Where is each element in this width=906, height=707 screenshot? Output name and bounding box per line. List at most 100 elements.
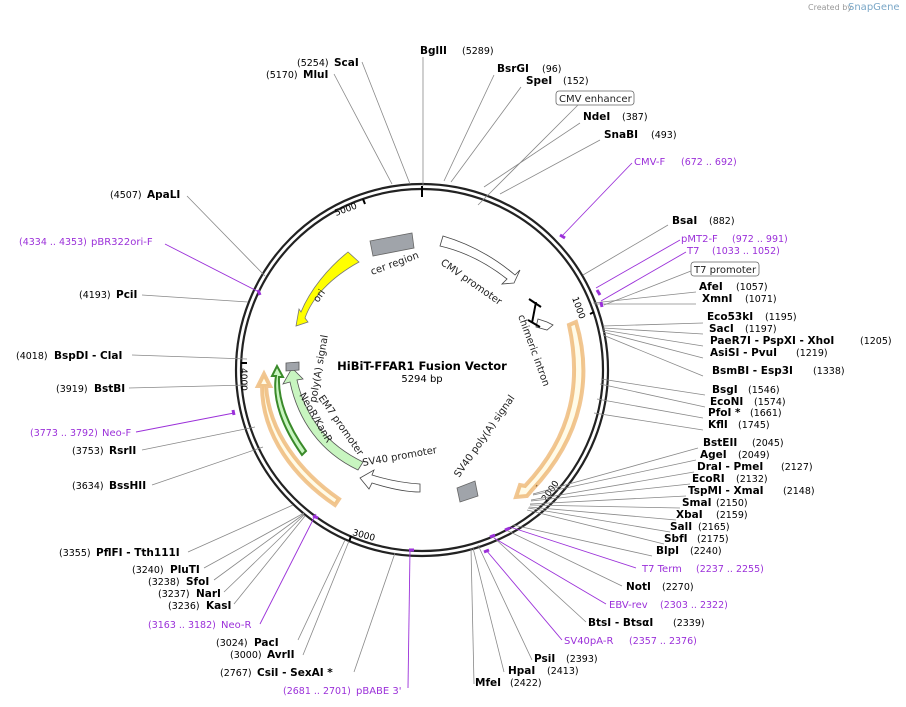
site-pos: (882) (709, 216, 735, 227)
site-name: BssHII (109, 480, 146, 492)
primer-name: Neo-F (102, 428, 132, 439)
primer-name: pBR322ori-F (91, 237, 153, 248)
primer-pos: (2303 .. 2322) (660, 600, 728, 611)
site-pos: (4507) (110, 190, 142, 201)
primer-pos: (3773 .. 3792) (30, 428, 98, 439)
site-name: SacI (709, 323, 734, 335)
site-pos: (1745) (738, 420, 770, 431)
em7-promoter-feature (282, 367, 364, 471)
site-name: MluI (303, 69, 328, 81)
site-pos: (1197) (745, 324, 777, 335)
primer-markers (231, 233, 604, 554)
feature-label-polya-signal: poly(A) signal (308, 334, 331, 403)
t7-promoter-label: T7 promoter (693, 265, 757, 276)
t7-promoter-box (690, 261, 760, 277)
site-pos: (2049) (738, 450, 770, 461)
site-pos: (2165) (698, 522, 730, 533)
sv40-polya-feature (456, 480, 479, 503)
site-name: PsiI (534, 653, 555, 665)
site-pos: (3000) (230, 650, 262, 661)
site-name: SpeI (526, 75, 552, 87)
site-labels: BglII (5289) BsrGI (96) SpeI (152) NdeI … (16, 45, 892, 689)
primer-name: Neo-R (221, 620, 252, 631)
site-pos: (5170) (266, 70, 298, 81)
site-pos: (3238) (148, 577, 180, 588)
site-name: ApaLI (147, 189, 180, 201)
site-name: BsaI (672, 215, 697, 227)
site-pos: (2240) (690, 546, 722, 557)
site-name: BsmBI - Esp3I (712, 365, 793, 377)
site-leaders (128, 57, 706, 685)
site-pos: (2045) (752, 438, 784, 449)
site-name: CsiI - SexAI * (257, 667, 333, 679)
site-pos: (5254) (297, 58, 329, 69)
site-pos: (2339) (673, 618, 705, 629)
watermark-brand: SnapGene (848, 2, 900, 13)
site-name: SmaI (682, 497, 712, 509)
primer-name: T7 (686, 246, 699, 257)
site-pos: (2393) (566, 654, 598, 665)
primer-name: EBV-rev (609, 600, 648, 611)
site-pos: (1195) (765, 312, 797, 323)
site-name: PluTI (170, 564, 200, 576)
primer-leaders (135, 162, 687, 689)
intron-orf-feature (513, 319, 586, 500)
site-pos: (3237) (158, 589, 190, 600)
site-name: BtsI - BtsαI (588, 617, 653, 629)
neor-kanr-feature (270, 363, 308, 457)
primer-pos: (1033 .. 1052) (712, 246, 780, 257)
cmv-enhancer-label: CMV enhancer (559, 94, 633, 105)
site-name: PacI (254, 637, 279, 649)
site-pos: (1574) (754, 397, 786, 408)
site-name: BlpI (656, 545, 679, 557)
site-pos: (1338) (813, 366, 845, 377)
site-pos: (4193) (79, 290, 111, 301)
site-pos: (2767) (220, 668, 252, 679)
primer-name: SV40pA-R (564, 636, 613, 647)
site-pos: (1661) (750, 408, 782, 419)
site-name: EcoRI (692, 473, 725, 485)
site-pos: (3236) (168, 601, 200, 612)
site-name: Eco53kI (707, 311, 753, 323)
primer-name: T7 Term (641, 564, 682, 575)
site-name: SalI (670, 521, 692, 533)
site-pos: (2175) (697, 534, 729, 545)
tick-label-4000: 4000 (238, 368, 248, 391)
site-pos: (3024) (216, 638, 248, 649)
site-pos: (2270) (662, 582, 694, 593)
watermark-prefix: Created by (808, 3, 852, 12)
t7-promoter-leader (603, 270, 692, 306)
primer-name: pMT2-F (681, 234, 718, 245)
site-name: SbfI (664, 533, 688, 545)
site-pos: (3919) (56, 384, 88, 395)
site-pos: (3240) (132, 565, 164, 576)
site-pos: (2148) (783, 486, 815, 497)
primer-name: pBABE 3' (356, 686, 402, 697)
site-name: KasI (206, 600, 231, 612)
site-pos: (387) (622, 112, 648, 123)
site-pos: (2159) (716, 510, 748, 521)
polya-signal-feature (285, 361, 300, 372)
site-name: NarI (196, 588, 221, 600)
site-name: AgeI (700, 449, 727, 461)
site-pos: (3753) (72, 446, 104, 457)
site-name: PciI (116, 289, 137, 301)
site-name: ScaI (334, 57, 359, 69)
primer-pos: (2681 .. 2701) (283, 686, 351, 697)
site-name: BsgI (712, 384, 738, 396)
primer-name: CMV-F (634, 157, 665, 168)
backbone-outer (234, 182, 610, 558)
site-name: RsrII (109, 445, 136, 457)
site-name: HpaI (508, 665, 535, 677)
map-title: HiBiT-FFAR1 Fusion Vector (337, 359, 507, 373)
site-pos: (3355) (59, 548, 91, 559)
site-pos: (2150) (716, 498, 748, 509)
site-name: BspDI - ClaI (54, 350, 122, 362)
site-name: PfoI * (708, 407, 741, 419)
map-size: 5294 bp (401, 374, 442, 385)
primer-labels: CMV-F (672 .. 692) pMT2-F (972 .. 991) T… (19, 157, 788, 697)
primer-pos: (2357 .. 2376) (629, 636, 697, 647)
site-name: PflFI - Tth111I (96, 547, 180, 559)
primer-pos: (672 .. 692) (681, 157, 737, 168)
